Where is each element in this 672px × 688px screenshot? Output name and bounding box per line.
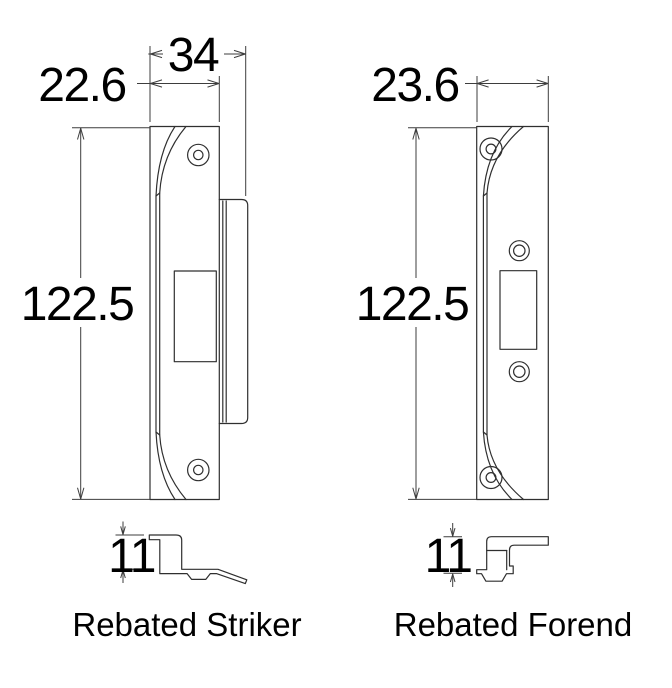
arrowhead-right bbox=[233, 49, 246, 59]
arrowhead-right bbox=[207, 79, 220, 88]
arrowhead-down bbox=[120, 526, 126, 536]
arrowhead-left bbox=[476, 79, 489, 88]
forend-dim-plate-width: 23.6 bbox=[371, 59, 549, 122]
forend-profile-outline bbox=[476, 536, 549, 582]
striker-rebate-curve-outer bbox=[155, 125, 176, 501]
dim-text-height: 122.5 bbox=[356, 278, 469, 331]
striker-screw-hole-top-outer bbox=[187, 143, 210, 167]
striker-rebate-curve-inner bbox=[159, 125, 187, 501]
arrowhead-up bbox=[412, 127, 420, 140]
striker-screw-hole-bottom-inner bbox=[193, 464, 204, 476]
forend-screw-hole-bottom-outer bbox=[479, 465, 503, 490]
forend-front-view bbox=[476, 125, 549, 501]
forend-side-profile bbox=[476, 536, 549, 582]
striker-dim-rebate-offset: 11 bbox=[108, 521, 156, 583]
arrowhead-down bbox=[77, 487, 85, 500]
striker-front-view bbox=[149, 125, 249, 501]
dim-text-rebate-offset: 11 bbox=[425, 530, 472, 583]
forend-rebate-curve-inner bbox=[486, 125, 525, 501]
forend-rebate-joint-bottom bbox=[482, 431, 488, 436]
striker-label: Rebated Striker bbox=[72, 606, 301, 643]
dim-text-overall-width: 34 bbox=[168, 29, 219, 82]
forend-screw-hole-mid-lower-inner bbox=[512, 365, 526, 378]
arrowhead-right bbox=[536, 79, 549, 88]
forend-dim-height: 122.5 bbox=[356, 127, 477, 500]
forend-screw-hole-top-outer bbox=[479, 137, 503, 161]
striker-lip-outline bbox=[218, 198, 249, 425]
striker-dim-overall-width: 34 bbox=[148, 29, 247, 196]
forend-rebate-joint-top bbox=[482, 192, 488, 197]
forend-screw-hole-mid-lower-outer bbox=[508, 361, 530, 383]
arrowhead-up bbox=[77, 127, 85, 140]
striker-rebate-joint-top bbox=[155, 192, 161, 197]
striker-dim-height: 122.5 bbox=[21, 127, 150, 500]
arrowhead-down bbox=[412, 487, 420, 500]
arrowhead-up bbox=[120, 569, 126, 579]
dim-text-rebate-offset: 11 bbox=[108, 530, 155, 583]
forend-label: Rebated Forend bbox=[394, 606, 633, 643]
striker-screw-hole-top-inner bbox=[193, 149, 204, 161]
striker-latch-aperture bbox=[173, 270, 217, 363]
dim-text-plate-width: 23.6 bbox=[371, 59, 458, 112]
striker-profile-outline bbox=[148, 534, 248, 585]
arrowhead-left bbox=[149, 79, 163, 88]
striker-screw-hole-bottom-outer bbox=[187, 458, 210, 482]
arrowhead-up bbox=[449, 573, 456, 583]
forend-screw-hole-bottom-inner bbox=[485, 472, 497, 484]
dim-text-height: 122.5 bbox=[21, 278, 134, 331]
forend-latch-aperture bbox=[499, 270, 538, 350]
dim-text-plate-width: 22.6 bbox=[38, 59, 125, 112]
forend-dim-rebate-offset: 11 bbox=[425, 523, 473, 587]
striker-side-profile bbox=[148, 534, 248, 585]
arrowhead-left bbox=[149, 49, 163, 59]
striker-plate-outline bbox=[149, 125, 220, 501]
forend-rebate-curve-outer bbox=[482, 125, 513, 501]
striker-dim-plate-width: 22.6 bbox=[38, 59, 220, 122]
forend-screw-hole-mid-upper-inner bbox=[512, 244, 526, 257]
forend-screw-hole-top-inner bbox=[485, 143, 497, 155]
arrowhead-down bbox=[449, 527, 456, 537]
forend-screw-hole-mid-upper-outer bbox=[508, 240, 530, 262]
striker-rebate-joint-bottom bbox=[155, 431, 161, 436]
